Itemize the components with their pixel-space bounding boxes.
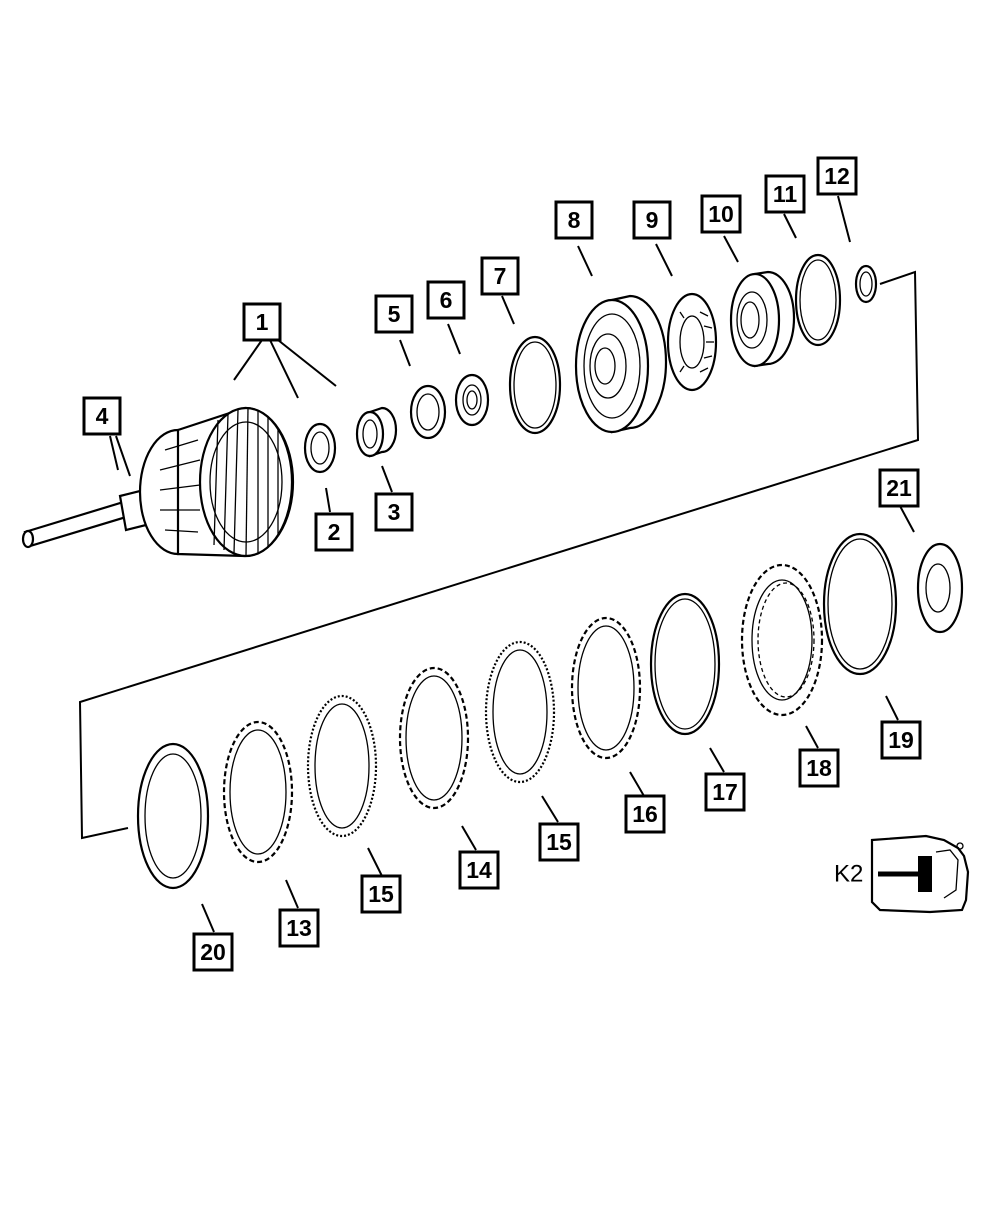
svg-text:16: 16 xyxy=(632,801,658,827)
leader-lines xyxy=(109,195,915,933)
svg-text:9: 9 xyxy=(646,207,659,233)
part-7-ring xyxy=(508,335,562,435)
part-17-ring xyxy=(649,592,721,736)
part-14-plate xyxy=(398,666,470,810)
svg-text:12: 12 xyxy=(824,163,850,189)
part-13-plate xyxy=(222,720,294,864)
part-2-ring xyxy=(303,422,337,474)
callout-16: 16 xyxy=(624,794,666,834)
part-16-plate xyxy=(570,616,642,760)
svg-text:7: 7 xyxy=(494,263,507,289)
svg-text:13: 13 xyxy=(286,915,312,941)
callout-2: 2 xyxy=(314,512,354,552)
part-21-washer xyxy=(916,542,964,634)
callout-6: 6 xyxy=(426,280,466,320)
callout-20: 20 xyxy=(192,932,234,972)
callout-14: 14 xyxy=(458,850,500,890)
explosion-outline xyxy=(78,270,920,840)
part-11-ring xyxy=(794,253,842,347)
part-19-ring xyxy=(822,532,898,676)
callout-3: 3 xyxy=(374,492,414,532)
callout-7: 7 xyxy=(480,256,520,296)
callout-1: 1 xyxy=(242,302,282,342)
svg-text:4: 4 xyxy=(96,403,109,429)
callout-15-upper: 15 xyxy=(538,822,580,862)
svg-text:18: 18 xyxy=(806,755,832,781)
part-6-seal xyxy=(454,373,490,427)
part-3-bearing xyxy=(355,406,398,458)
part-18-pressure-plate xyxy=(740,563,824,717)
part-9-spring-plate xyxy=(666,292,718,392)
svg-text:8: 8 xyxy=(568,207,581,233)
svg-text:5: 5 xyxy=(388,301,401,327)
svg-text:15: 15 xyxy=(368,881,394,907)
callout-18: 18 xyxy=(798,748,840,788)
svg-text:14: 14 xyxy=(466,857,492,883)
callout-19: 19 xyxy=(880,720,922,760)
callout-11: 11 xyxy=(764,174,806,214)
callout-5: 5 xyxy=(374,294,414,334)
part-5-ring xyxy=(409,384,447,440)
callout-10: 10 xyxy=(700,194,742,234)
part-15-friction-plate-a xyxy=(484,640,556,784)
callout-12: 12 xyxy=(816,156,858,196)
callout-17: 17 xyxy=(704,772,746,812)
part-input-shaft-drum xyxy=(21,406,295,558)
svg-text:3: 3 xyxy=(388,499,401,525)
svg-text:11: 11 xyxy=(773,181,798,207)
callout-8: 8 xyxy=(554,200,594,240)
part-12-ring xyxy=(854,264,878,304)
k2-inset: K2 xyxy=(834,834,970,914)
part-15-friction-plate-b xyxy=(306,694,378,838)
callout-4: 4 xyxy=(82,396,122,436)
k2-label: K2 xyxy=(834,861,863,888)
svg-text:20: 20 xyxy=(200,939,226,965)
svg-text:2: 2 xyxy=(328,519,341,545)
callout-13: 13 xyxy=(278,908,320,948)
svg-text:21: 21 xyxy=(886,475,912,501)
svg-text:15: 15 xyxy=(546,829,572,855)
callout-21: 21 xyxy=(878,468,920,508)
callout-15-lower: 15 xyxy=(360,874,402,914)
svg-text:19: 19 xyxy=(888,727,914,753)
callout-9: 9 xyxy=(632,200,672,240)
svg-text:17: 17 xyxy=(712,779,738,805)
part-8-piston-housing xyxy=(574,294,668,434)
svg-text:1: 1 xyxy=(256,309,269,335)
part-10-piston xyxy=(729,270,796,368)
svg-text:6: 6 xyxy=(440,287,453,313)
svg-text:10: 10 xyxy=(708,201,734,227)
part-20-reaction-plate xyxy=(136,742,210,890)
